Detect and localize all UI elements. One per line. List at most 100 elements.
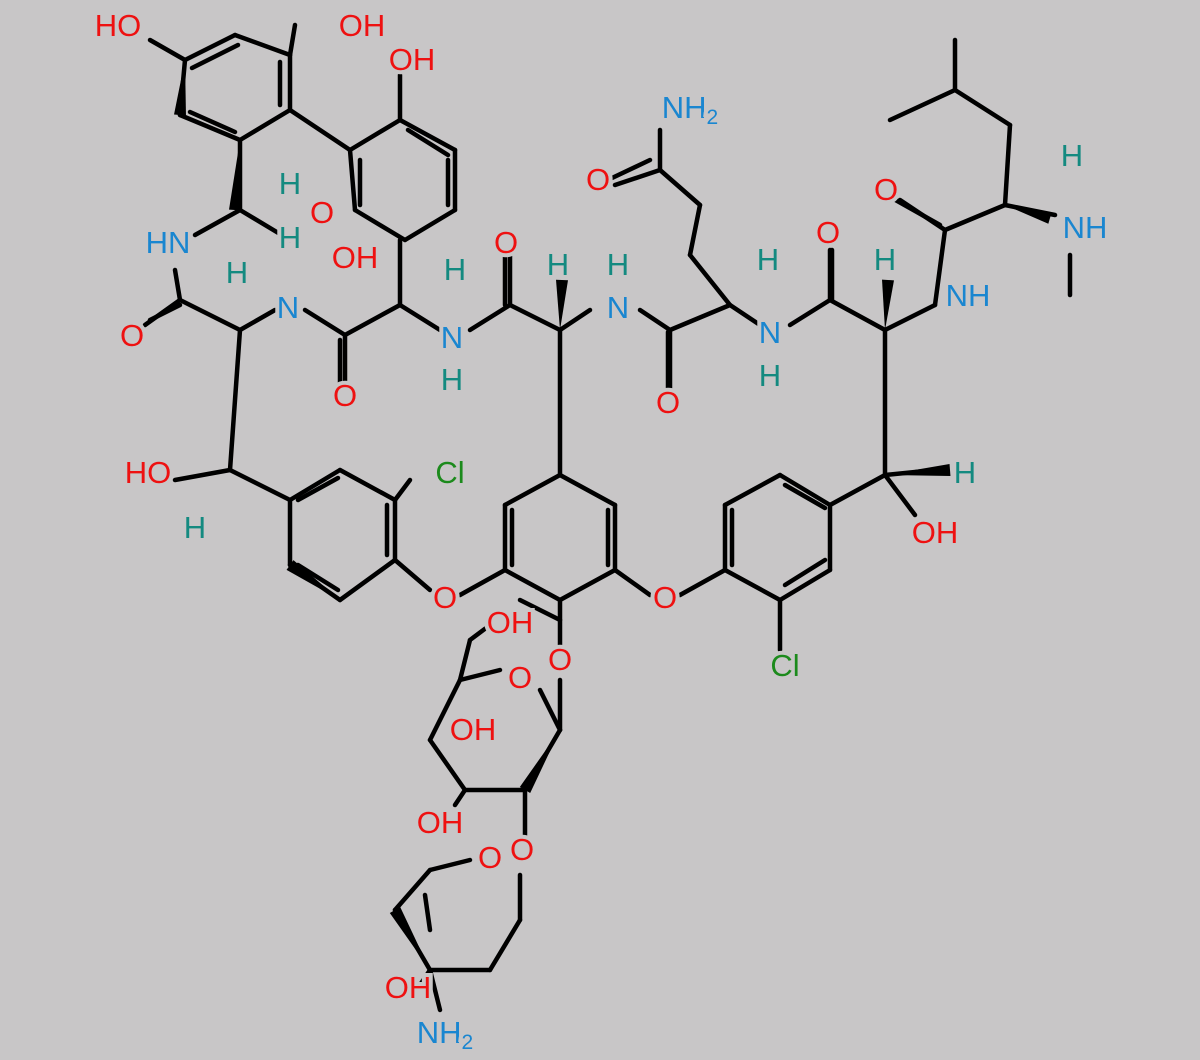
atom-symbol: O (494, 225, 518, 260)
bond (932, 227, 948, 308)
bond (172, 467, 233, 483)
bond (517, 597, 563, 623)
atom-symbol: H (444, 252, 466, 287)
bond (827, 472, 888, 508)
bond (502, 567, 563, 603)
atom-symbol: OH (487, 605, 534, 640)
atom-label-o-ether-left: O (433, 580, 457, 615)
atom-label-cl-mid: Cl (435, 455, 464, 490)
atom-symbol: OH (450, 712, 497, 747)
bond (612, 167, 663, 188)
atom-label-h-mid-3: H (607, 247, 629, 282)
wedge-bond (174, 60, 186, 116)
bond (287, 467, 343, 503)
bond (192, 207, 243, 238)
atom-symbol: H (757, 242, 779, 277)
atom-label-o-gln-amide: O (586, 162, 610, 197)
atom-label-oh-top: OH (339, 8, 386, 43)
bond (612, 567, 653, 598)
bond (467, 622, 493, 643)
atom-label-h-mid-4: H (757, 242, 779, 277)
bond (295, 562, 341, 593)
bond (609, 157, 653, 181)
bond (557, 307, 593, 333)
atom-symbol: HO (125, 455, 172, 490)
atom-label-oh-sugar-1: OH (487, 605, 534, 640)
atom-symbol: H (184, 510, 206, 545)
bond (637, 307, 673, 333)
bond (237, 307, 278, 333)
bond (787, 297, 833, 328)
wedge-bond (1005, 205, 1052, 224)
atom-symbol: H (279, 166, 301, 201)
atom-label-h-left-2: H (279, 220, 301, 255)
bond (302, 307, 348, 338)
atom-symbol: O (816, 215, 840, 250)
atom-label-oh-left: OH (332, 240, 379, 275)
bond (392, 867, 433, 913)
atom-symbol: OH (912, 515, 959, 550)
atom-symbol: H (547, 247, 569, 282)
bond (402, 207, 458, 243)
bond (427, 677, 463, 743)
atom-label-h-left-4: H (184, 510, 206, 545)
atom-symbol: H (759, 358, 781, 393)
atom-label-n-mid-3: N (759, 315, 781, 350)
atom-symbol: OH (417, 805, 464, 840)
bond (287, 107, 353, 153)
bond (227, 327, 243, 473)
atom-symbol: HN (146, 225, 191, 260)
bond (237, 107, 293, 143)
atom-label-o-mid-2: O (816, 215, 840, 250)
wedge-bond (389, 906, 430, 970)
atom-symbol: O (874, 172, 898, 207)
atom-label-nh-right: NH (946, 278, 991, 313)
atom-symbol: HO (95, 8, 142, 43)
bond (397, 302, 443, 333)
atom-label-ho-mid-left: HO (125, 455, 172, 490)
bond (507, 302, 563, 333)
bond (422, 892, 433, 933)
atom-label-h-mid-6: H (441, 362, 463, 397)
bond (722, 472, 783, 508)
atom-symbol: O (433, 580, 457, 615)
atom-symbol: O (120, 318, 144, 353)
bond (187, 109, 238, 135)
bond (347, 117, 403, 153)
atom-label-o-top-right: O (874, 172, 898, 207)
atom-label-oh-top-2: OH (389, 42, 436, 77)
wedge-bond (885, 464, 951, 476)
atom-symbol: H (607, 247, 629, 282)
atom-label-o-mid-4: O (656, 385, 680, 420)
atom-label-nh-top-right: NH (1063, 210, 1108, 245)
atom-label-h-mid-7: H (759, 358, 781, 393)
bond (887, 87, 958, 123)
bond (237, 207, 293, 243)
bond (1002, 122, 1013, 208)
bond (189, 42, 241, 71)
bond (147, 37, 188, 63)
atom-symbol: O (478, 840, 502, 875)
bond (942, 202, 1008, 233)
bond (427, 737, 468, 793)
atom-symbol: N (759, 315, 781, 350)
atom-label-oh-right: OH (912, 515, 959, 550)
atom-label-o-glyco-1: O (548, 642, 572, 677)
bond (427, 857, 473, 873)
bond (182, 32, 238, 63)
atom-symbol: O (310, 195, 334, 230)
atom-symbol: H (279, 220, 301, 255)
bond (232, 32, 293, 58)
atom-label-nh2-top: NH2 (662, 90, 718, 128)
bond (557, 567, 618, 603)
atom-label-oh-sugar-3: OH (417, 805, 464, 840)
atom-symbol: N (441, 320, 463, 355)
atom-label-nh2-bottom: NH2 (417, 1015, 473, 1053)
wedge-bond (882, 279, 894, 330)
atom-label-h-mid-5: H (874, 242, 896, 277)
bond (172, 267, 183, 303)
atom-symbol: O (333, 378, 357, 413)
bond (467, 302, 513, 333)
bond (397, 117, 458, 153)
